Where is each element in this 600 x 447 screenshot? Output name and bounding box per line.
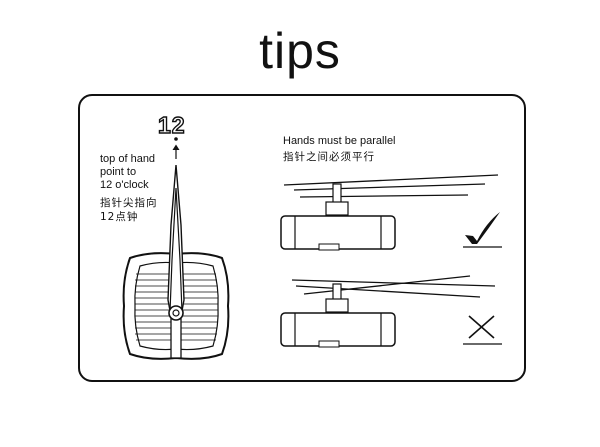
correct-hand-3 [299, 194, 469, 198]
correct-hand-2 [293, 183, 486, 191]
tips-panel [78, 94, 526, 382]
instruction-zh-line-2: 12点钟 [100, 211, 139, 223]
wrong-shaft [332, 283, 342, 301]
cross-icon [468, 315, 495, 339]
arrow-up-icon [172, 144, 180, 150]
instruction-en-line-3: 12 o'clock [100, 179, 149, 191]
parallel-heading-zh: 指针之间必须平行 [283, 151, 375, 163]
wrong-nut [325, 298, 349, 313]
wrong-hand-1 [291, 279, 496, 287]
instruction-en-line-2: point to [100, 166, 137, 178]
wrong-example [280, 275, 502, 348]
twelve-oclock-label: 12 [157, 111, 186, 138]
wrong-hand-3 [303, 275, 471, 295]
instruction-en-line-1: top of hand [100, 153, 156, 165]
clock-movement [122, 137, 230, 360]
page-title: tips [259, 23, 341, 79]
wrong-hand-2 [295, 285, 481, 298]
instruction-zh-line-1: 指针尖指向 [100, 197, 158, 209]
correct-example [280, 174, 502, 251]
parallel-heading-en: Hands must be parallel [283, 135, 396, 147]
check-icon [465, 212, 500, 244]
center-pin [172, 309, 180, 317]
marker-dot [174, 137, 178, 141]
correct-hand-1 [283, 174, 499, 186]
hand-tail [170, 317, 182, 359]
correct-nut [325, 201, 349, 216]
correct-shaft [332, 183, 342, 204]
